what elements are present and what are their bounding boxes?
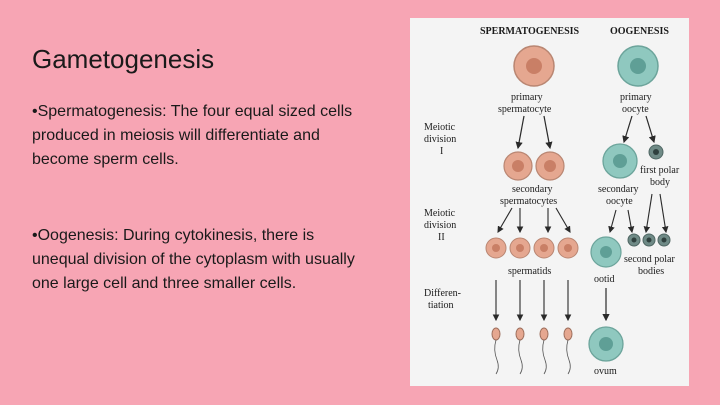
arrow — [659, 193, 669, 234]
svg-text:Differen-: Differen- — [424, 288, 461, 299]
row-label-meiotic-2: Meiotic division II — [424, 208, 456, 243]
svg-text:body: body — [650, 177, 670, 188]
label-spermatids: spermatids — [508, 266, 551, 277]
row-label-differentiation: Differen- tiation — [424, 288, 461, 311]
label-first-polar-body: first polar — [640, 165, 680, 176]
label-primary-oocyte: primary — [620, 92, 652, 103]
label-second-polar-bodies: second polar — [624, 254, 675, 265]
spermatid-cell — [485, 237, 507, 259]
secondary-spermatocyte-cell — [503, 151, 533, 181]
spermatid-cell — [509, 237, 531, 259]
svg-text:tiation: tiation — [428, 300, 454, 311]
arrow — [622, 115, 633, 144]
sperm-cell — [491, 327, 501, 375]
sperm-cell — [515, 327, 525, 375]
label-secondary-oocyte: secondary — [598, 184, 639, 195]
arrow — [608, 209, 617, 234]
svg-text:Meiotic: Meiotic — [424, 122, 456, 133]
header-oogenesis: OOGENESIS — [610, 26, 669, 37]
secondary-spermatocyte-cell — [535, 151, 565, 181]
spermatid-cell — [533, 237, 555, 259]
arrow — [627, 209, 635, 234]
svg-text:bodies: bodies — [638, 266, 664, 277]
ootid-cell — [590, 236, 622, 268]
diagram-svg: SPERMATOGENESIS OOGENESIS Meiotic divisi… — [424, 26, 680, 377]
svg-text:I: I — [440, 146, 443, 157]
arrow — [645, 115, 656, 144]
label-secondary-spermatocytes: secondary — [512, 184, 553, 195]
svg-text:spermatocytes: spermatocytes — [500, 196, 557, 207]
svg-text:Meiotic: Meiotic — [424, 208, 456, 219]
arrow — [555, 207, 571, 233]
sperm-cell — [563, 327, 573, 375]
arrow — [643, 193, 653, 234]
gametogenesis-diagram: SPERMATOGENESIS OOGENESIS Meiotic divisi… — [410, 18, 689, 386]
secondary-oocyte-cell — [602, 143, 638, 179]
first-polar-body-cell — [648, 144, 664, 160]
svg-text:division: division — [424, 134, 456, 145]
svg-text:oocyte: oocyte — [622, 104, 649, 115]
primary-spermatocyte-cell — [513, 45, 555, 87]
arrow — [497, 207, 513, 233]
label-ootid: ootid — [594, 274, 615, 285]
primary-oocyte-cell — [617, 45, 659, 87]
arrow — [515, 115, 525, 150]
second-polar-body-cell — [642, 233, 656, 247]
header-spermatogenesis: SPERMATOGENESIS — [480, 26, 580, 37]
arrow — [543, 115, 553, 150]
second-polar-body-cell — [627, 233, 641, 247]
label-ovum: ovum — [594, 366, 617, 377]
slide-title: Gametogenesis — [32, 44, 215, 74]
ovum-cell — [588, 326, 624, 362]
bullet-oogenesis: •Oogenesis: During cytokinesis, there is… — [32, 227, 355, 292]
second-polar-body-cell — [657, 233, 671, 247]
spermatid-cell — [557, 237, 579, 259]
svg-text:II: II — [438, 232, 445, 243]
svg-text:oocyte: oocyte — [606, 196, 633, 207]
svg-text:spermatocyte: spermatocyte — [498, 104, 552, 115]
sperm-cell — [539, 327, 549, 375]
label-primary-spermatocyte: primary — [511, 92, 543, 103]
row-label-meiotic-1: Meiotic division I — [424, 122, 456, 157]
bullet-spermatogenesis: •Spermatogenesis: The four equal sized c… — [32, 103, 353, 168]
svg-text:division: division — [424, 220, 456, 231]
